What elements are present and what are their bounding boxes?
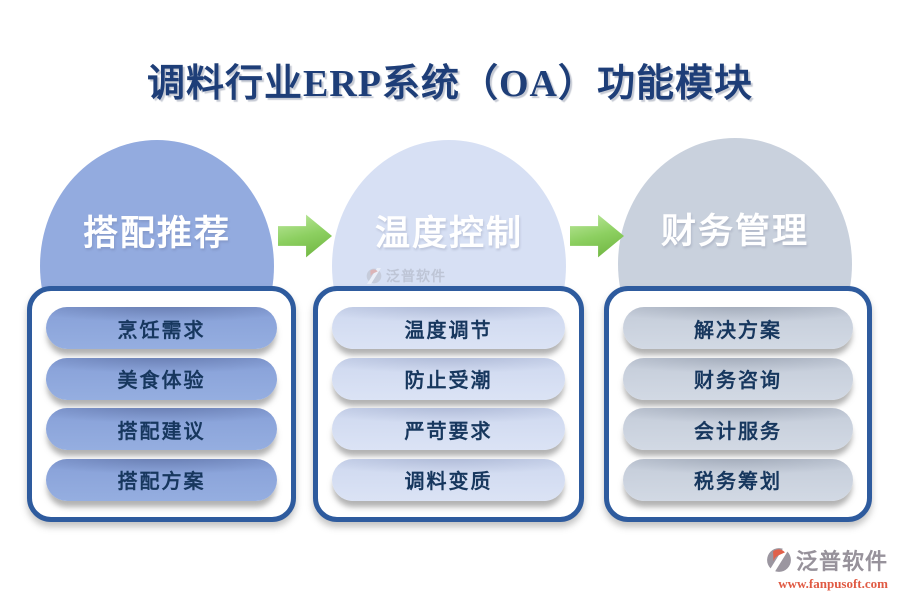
stage-panel-matching: 烹饪需求 美食体验 搭配建议 搭配方案 — [27, 286, 296, 522]
footer-brand-name: 泛普软件 — [795, 549, 888, 574]
feature-pill: 会计服务 — [623, 408, 853, 451]
feature-pill: 防止受潮 — [332, 357, 565, 400]
arrow-right-icon — [278, 214, 332, 258]
watermark: 泛普软件 — [366, 266, 446, 286]
feature-pill: 调料变质 — [332, 458, 565, 501]
footer-brand-url[interactable]: www.fanpusoft.com — [778, 576, 888, 591]
feature-pill: 温度调节 — [332, 307, 565, 350]
stage-bubble-label: 搭配推荐 — [82, 213, 231, 253]
fanpu-logo-icon — [366, 268, 382, 284]
page-title: 调料行业ERP系统（OA）功能模块 — [146, 63, 753, 105]
feature-pill: 搭配建议 — [46, 408, 277, 451]
stage-panel-finance: 解决方案 财务咨询 会计服务 税务筹划 — [604, 286, 872, 522]
stage-panel-temperature: 温度调节 防止受潮 严苛要求 调料变质 — [313, 286, 584, 522]
feature-pill: 严苛要求 — [332, 408, 565, 451]
stage-bubble-label: 财务管理 — [660, 211, 809, 251]
footer-brand-block: 泛普软件 www.fanpusoft.com — [766, 544, 888, 592]
feature-pill: 解决方案 — [623, 307, 853, 350]
feature-pill: 税务筹划 — [623, 458, 853, 501]
watermark-brand: 泛普软件 — [386, 270, 446, 285]
feature-pill: 搭配方案 — [46, 458, 277, 501]
feature-pill: 财务咨询 — [623, 357, 853, 400]
feature-pill: 美食体验 — [46, 357, 277, 400]
feature-pill: 烹饪需求 — [46, 307, 277, 350]
fanpu-logo-icon — [767, 547, 791, 573]
stage-bubble-label: 温度控制 — [374, 213, 523, 253]
arrow-right-icon — [570, 214, 624, 258]
